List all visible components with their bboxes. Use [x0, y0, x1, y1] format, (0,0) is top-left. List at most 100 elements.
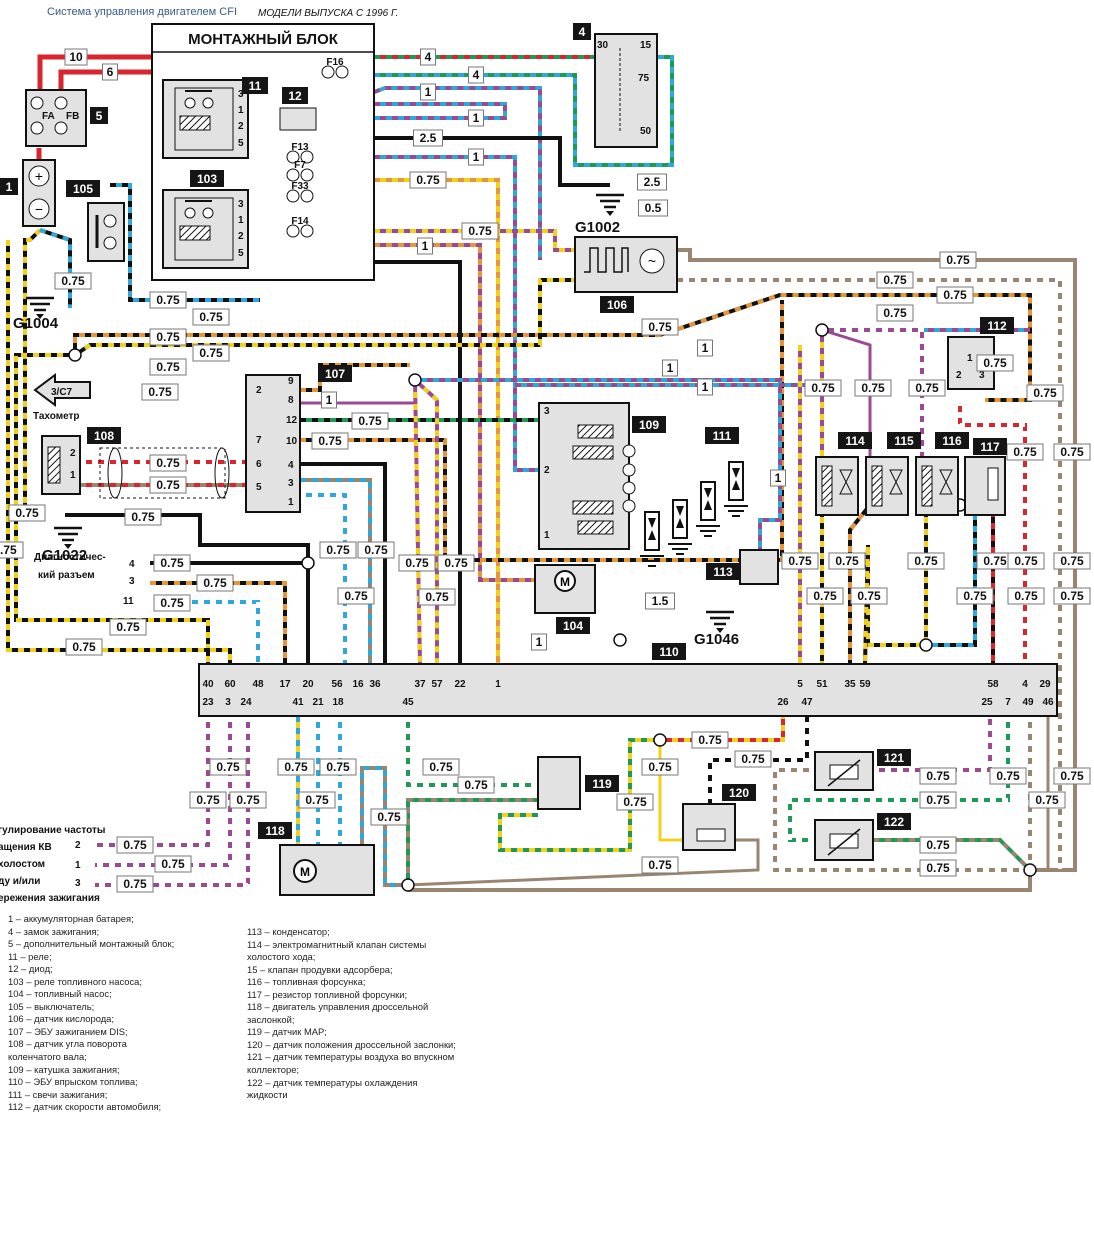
solenoid-coil — [871, 465, 883, 507]
wire-size-label: 0.75 — [914, 554, 938, 568]
wire-size-box — [637, 173, 667, 191]
crank-sensor-108: 2 1 — [41, 435, 230, 499]
wire-size-box — [337, 587, 375, 605]
fuse-icon — [286, 150, 300, 164]
wire-stripe — [6, 240, 232, 664]
wire-size-box — [192, 344, 230, 362]
fuel-injection-ecu-110 — [198, 663, 1058, 717]
wire-size-box — [149, 291, 187, 309]
ecu-pin-label: 25 — [981, 697, 993, 708]
wire-size-label: 0.75 — [161, 857, 185, 871]
dis-pin-label: 1 — [288, 497, 294, 508]
wire-size-box — [102, 63, 118, 81]
component-badge — [585, 775, 619, 792]
wire-stripe — [848, 503, 872, 664]
relay-pin-label: 3 — [238, 89, 244, 100]
wire-stripe — [110, 183, 260, 302]
wire-size-label: 0.75 — [156, 478, 180, 492]
resistor-117 — [964, 456, 1006, 516]
wire-size-label: 4 — [425, 50, 432, 64]
wire-size-label: 1.5 — [652, 594, 669, 608]
svg-text:3: 3 — [979, 370, 985, 381]
svg-text:2: 2 — [956, 370, 962, 381]
wire-size-box — [919, 791, 957, 809]
wire-size-box — [645, 592, 675, 610]
wire-size-label: 0.75 — [857, 589, 881, 603]
wire-size-label: 1 — [702, 380, 709, 394]
component-badge — [190, 170, 224, 187]
wire-size-box — [149, 358, 187, 376]
wire-size-label: 0.75 — [318, 434, 342, 448]
minus-icon: − — [35, 201, 43, 217]
legend-item: 122 – датчик температуры охлаждения — [247, 1076, 418, 1088]
tachometer-label: Тахометр — [33, 411, 80, 422]
wire — [863, 505, 928, 665]
wire — [300, 478, 372, 664]
wire-size-box — [1028, 791, 1066, 809]
wire-size-label: 1 — [702, 341, 709, 355]
junction — [401, 878, 415, 892]
wire-size-label: 0.75 — [216, 760, 240, 774]
relay-103 — [162, 189, 249, 269]
wire-size-box — [989, 767, 1027, 785]
page-subtitle: МОДЕЛИ ВЫПУСКА С 1996 Г. — [258, 8, 399, 19]
wire-size-label: 0.75 — [425, 590, 449, 604]
wire-size-box — [141, 383, 179, 401]
legend-item: 119 – датчик МАР; — [247, 1026, 327, 1038]
relay-pin-label: 5 — [238, 138, 244, 149]
wire — [374, 136, 610, 187]
svg-text:гулирование частоты: гулирование частоты — [0, 825, 105, 836]
wire-size-box — [876, 304, 914, 322]
wire — [37, 54, 152, 103]
wire-size-box — [919, 836, 957, 854]
relay-pin-label: 1 — [238, 215, 244, 226]
component-number: 116 — [942, 434, 962, 448]
component-number: 109 — [639, 418, 659, 432]
component-number: 106 — [607, 298, 627, 312]
wire — [374, 102, 507, 120]
wire-size-box — [939, 251, 977, 269]
wire-size-box — [976, 354, 1014, 372]
wire-size-box — [531, 633, 547, 651]
wire-size-box — [409, 171, 447, 189]
wire-size-box — [420, 48, 436, 66]
wire-size-label: 0.75 — [926, 861, 950, 875]
wire-size-label: 0.75 — [813, 589, 837, 603]
fuse-label: F16 — [326, 57, 344, 68]
wire-stripe — [300, 410, 542, 422]
component-number: 110 — [659, 645, 679, 659]
ecu-pin-label: 57 — [431, 679, 443, 690]
fuse-icon — [286, 224, 300, 238]
wire-size-label: 0.75 — [915, 381, 939, 395]
wire-size-box — [468, 148, 484, 166]
component-badge — [877, 749, 911, 766]
wire-size-label: 2.5 — [644, 175, 661, 189]
svg-text:2: 2 — [70, 448, 76, 459]
ecu-pin-label: 36 — [369, 679, 381, 690]
wire-size-label: 0.75 — [811, 381, 835, 395]
wire-size-box — [919, 767, 957, 785]
dis-pin-label: 4 — [288, 460, 294, 471]
wire-stripe — [926, 505, 977, 647]
wire — [926, 505, 977, 647]
ecu-pin-label: 26 — [777, 697, 789, 708]
wire-stripe — [23, 228, 42, 512]
legend-item: 110 – ЭБУ впрыском топлива; — [8, 1076, 138, 1088]
dis-pin-label: 10 — [286, 436, 298, 447]
wire-size-box — [422, 758, 460, 776]
wire-size-box — [908, 379, 946, 397]
ignition-coil-109: 3 2 1 — [538, 402, 636, 550]
solenoid-coil — [921, 465, 933, 507]
wire-size-label: 0.75 — [1060, 589, 1084, 603]
idle-pin-label: 1 — [75, 860, 81, 871]
wire-size-box — [149, 328, 187, 346]
component-badge — [66, 180, 100, 197]
wire-size-box — [806, 587, 844, 605]
ecu-pin-label: 41 — [292, 697, 304, 708]
wire-size-label: 0.75 — [123, 838, 147, 852]
spark-gap — [732, 468, 740, 478]
junction — [68, 348, 82, 362]
wire-size-label: 0.75 — [405, 556, 429, 570]
component-number: 1 — [6, 180, 13, 194]
